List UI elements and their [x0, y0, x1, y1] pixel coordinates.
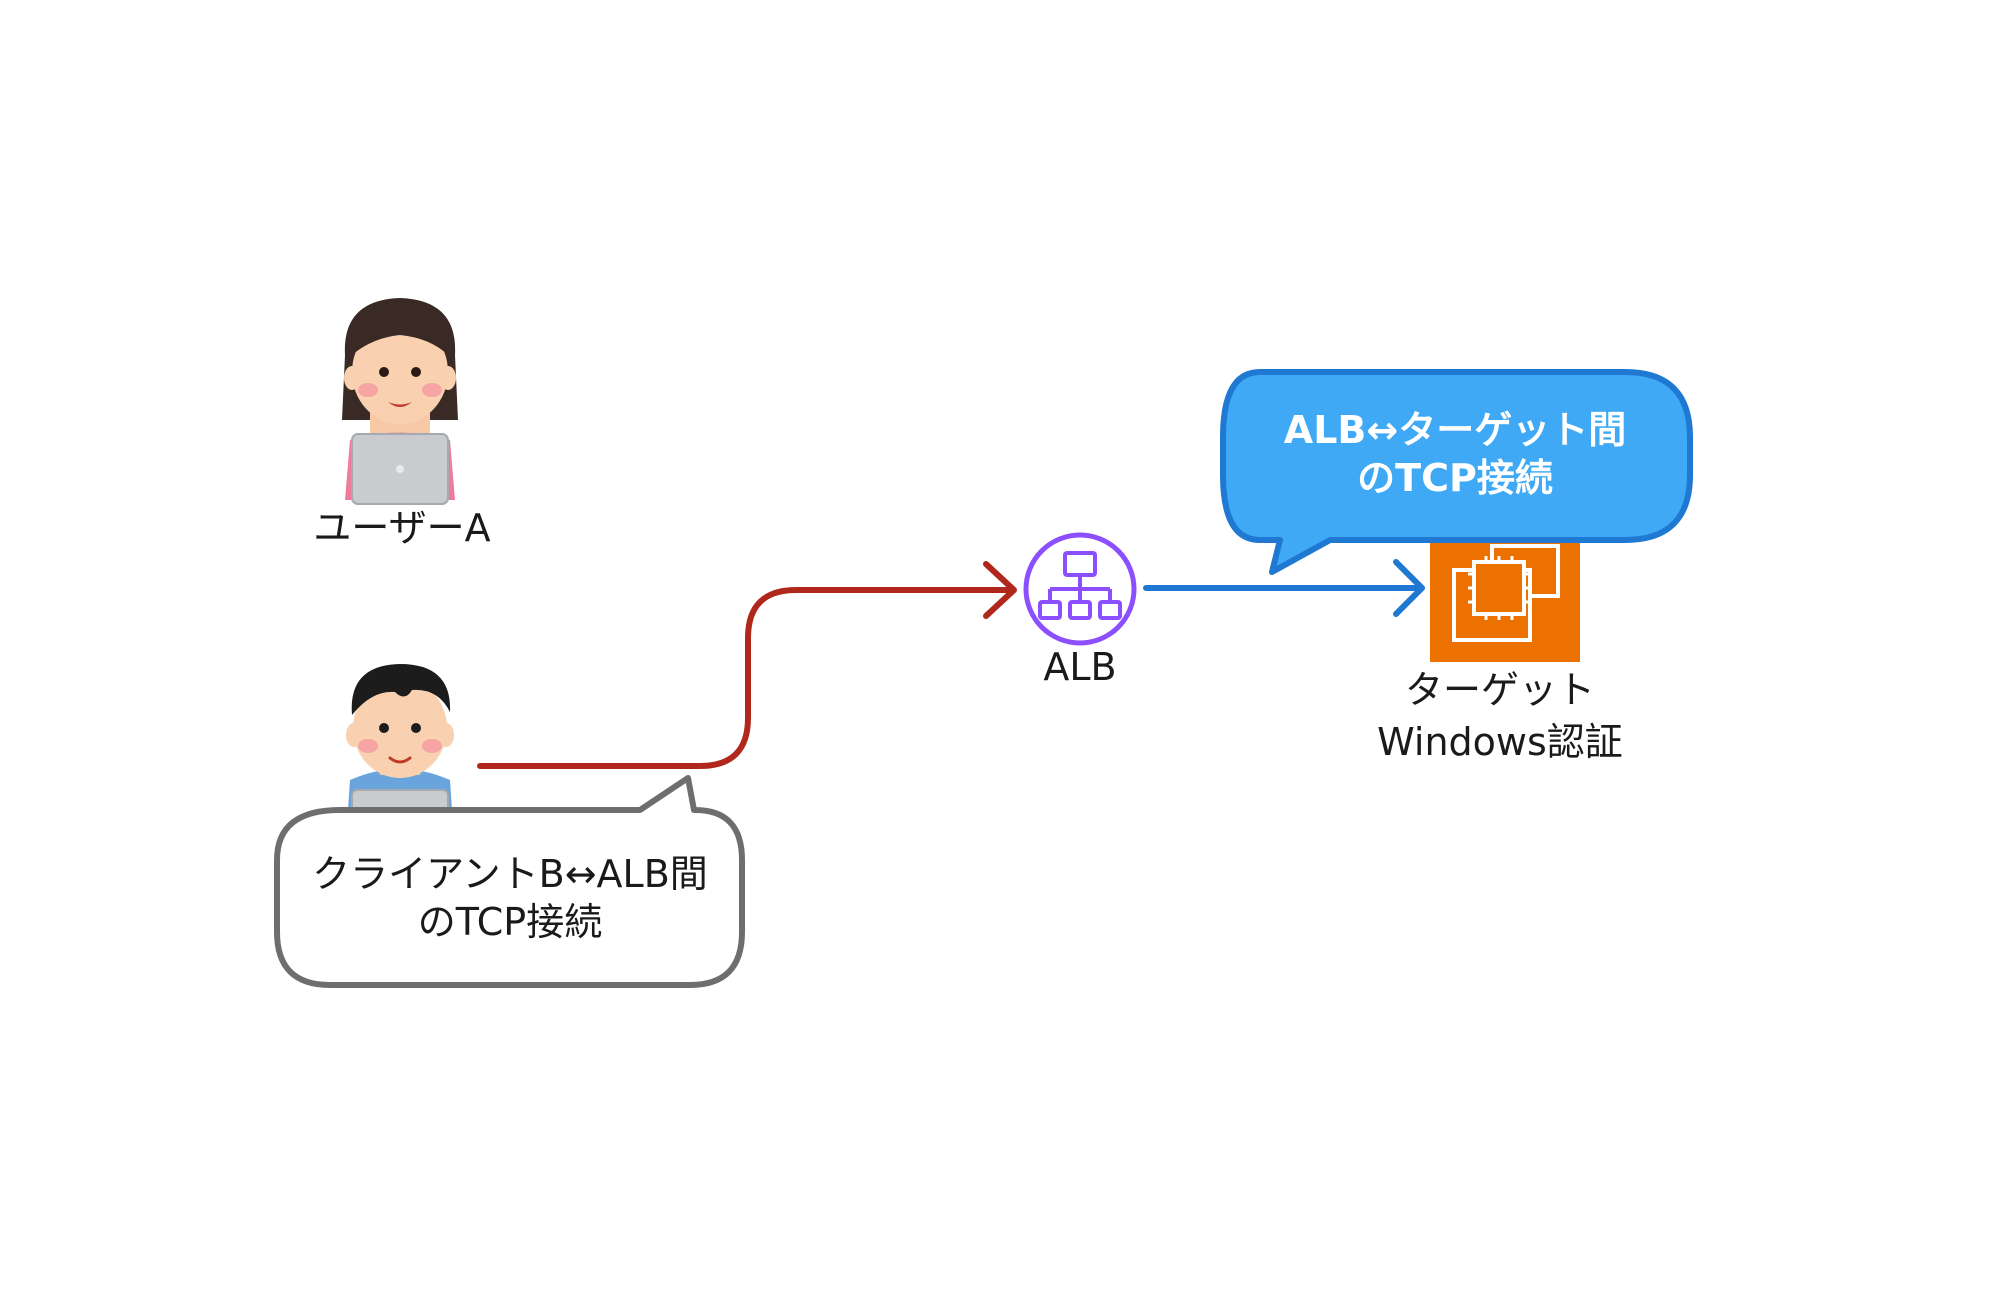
alb-target-callout-bubble [1220, 369, 1693, 575]
edge-alb-to-target-arrowhead [1393, 559, 1425, 617]
client-alb-callout-line1: クライアントB↔ALB間 [312, 852, 708, 896]
client-b-illustration [346, 664, 454, 821]
alb-target-callout-line1: ALB↔ターゲット間 [1283, 408, 1627, 452]
client-alb-callout-line2: のTCP接続 [417, 900, 603, 944]
client-alb-callout-bubble [274, 775, 745, 988]
edge-client-to-alb [477, 587, 1013, 769]
client-alb-callout-text: クライアントB↔ALB間 のTCP接続 [275, 850, 745, 946]
target-label-line1: ターゲット [1404, 668, 1595, 712]
user-a-illustration [342, 298, 458, 505]
alb-label: ALB [1043, 645, 1117, 689]
user-a-label: ユーザーA [313, 506, 491, 550]
alb-load-balancer-icon [1023, 532, 1137, 646]
target-ec2-instance-icon [1430, 530, 1580, 662]
target-label-line2: Windows認証 [1377, 720, 1623, 764]
edge-client-to-alb-arrowhead [983, 561, 1017, 619]
target-label: ターゲット Windows認証 [1300, 664, 1700, 768]
alb-target-callout-text: ALB↔ターゲット間 のTCP接続 [1225, 406, 1685, 502]
alb-target-callout-line2: のTCP接続 [1357, 456, 1553, 500]
